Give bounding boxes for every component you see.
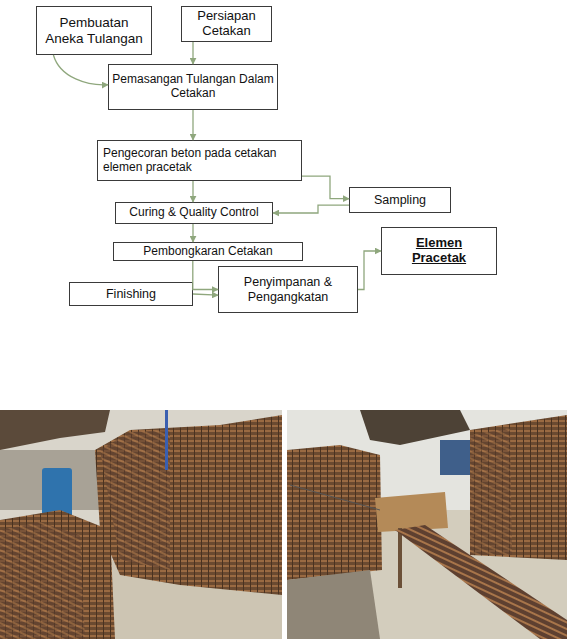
blue-pipe xyxy=(165,410,168,470)
rebar-pile-front xyxy=(0,510,115,639)
flow-arrow xyxy=(192,42,193,64)
long-rebar-bars xyxy=(395,525,567,639)
rebar-pile-right-shade xyxy=(470,428,512,555)
process-box: Pemasangan Tulangan Dalam Cetakan xyxy=(108,64,278,110)
rebar-pile-main xyxy=(95,415,282,595)
sky xyxy=(287,410,567,639)
photo-gap xyxy=(282,410,287,639)
canopy xyxy=(360,410,470,445)
wire xyxy=(290,485,380,510)
process-box: Pembongkaran Cetakan xyxy=(113,242,303,261)
rebar-pile-front-shade xyxy=(0,522,85,639)
box-label: Finishing xyxy=(106,287,156,301)
box-label: Pemasangan Tulangan Dalam Cetakan xyxy=(110,73,276,101)
table-leg xyxy=(398,528,402,588)
canopy xyxy=(0,410,110,450)
box-label: Pengecoran beton pada cetakan elemen pra… xyxy=(103,147,296,175)
process-box: Pengecoran beton pada cetakan elemen pra… xyxy=(97,140,302,181)
right-photo xyxy=(287,410,567,639)
sampling-box: Sampling xyxy=(349,187,451,213)
flow-arrow xyxy=(192,181,193,202)
flow-arrow xyxy=(192,224,193,242)
process-box: Persiapan Cetakan xyxy=(181,6,272,42)
process-box: Curing & Quality Control xyxy=(115,202,273,224)
flow-arrow xyxy=(193,261,218,290)
flow-arrow xyxy=(192,110,193,140)
process-box: Penyimpanan & Pengangkatan xyxy=(218,266,358,313)
left-photo xyxy=(0,410,282,639)
sky xyxy=(0,410,282,639)
process-box: Finishing xyxy=(69,282,193,306)
flow-arrow xyxy=(53,55,108,85)
box-label: Pembuatan Aneka Tulangan xyxy=(40,15,148,46)
scrap-pile xyxy=(287,570,380,639)
flow-arrow xyxy=(193,294,218,295)
box-label: Penyimpanan & Pengangkatan xyxy=(222,275,354,304)
box-label: Sampling xyxy=(374,193,426,207)
box-label: Curing & Quality Control xyxy=(129,206,258,220)
flow-arrow xyxy=(358,251,381,290)
rebar-pile-right xyxy=(470,415,567,560)
rebar-pile-left xyxy=(287,445,382,580)
box-label: Elemen Pracetak xyxy=(394,236,484,266)
process-box: Pembuatan Aneka Tulangan xyxy=(36,6,152,55)
flow-arrow xyxy=(273,205,349,213)
flow-arrow xyxy=(302,176,349,199)
output-box: Elemen Pracetak xyxy=(381,227,497,275)
box-label: Pembongkaran Cetakan xyxy=(143,245,272,259)
work-table xyxy=(375,492,448,532)
box-label: Persiapan Cetakan xyxy=(184,9,269,39)
site-photos xyxy=(0,410,567,639)
